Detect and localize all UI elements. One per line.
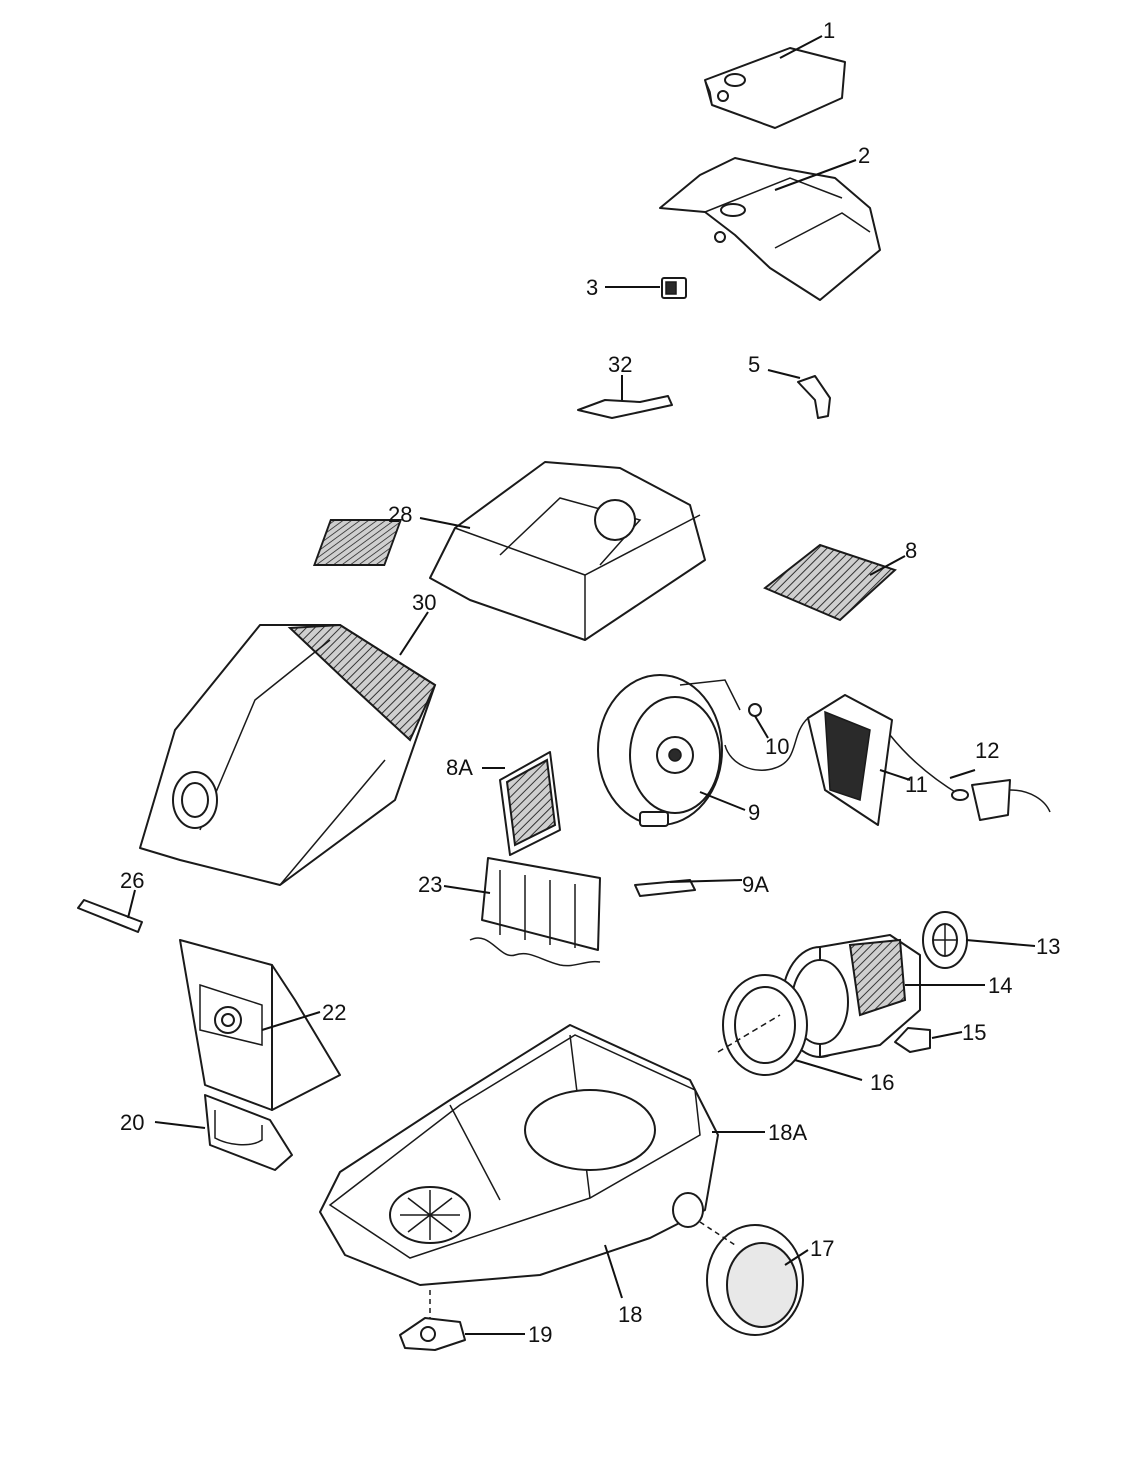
part-3-switch — [661, 277, 687, 299]
leader-1 — [779, 35, 823, 59]
part-17-rear-wheel — [699, 1221, 804, 1336]
part-19-front-caster — [399, 1290, 466, 1351]
leader-20 — [154, 1121, 206, 1129]
part-8a-filter-cartridge — [499, 751, 561, 856]
part-32-bracket — [577, 395, 673, 419]
label-26: 26 — [120, 868, 144, 893]
leader-2 — [774, 159, 857, 191]
leader-10 — [754, 715, 769, 739]
part-16-seal-ring — [717, 974, 808, 1076]
part-23-bag-holder — [469, 857, 601, 967]
part-28-upper-housing — [312, 461, 706, 641]
label-16: 16 — [870, 1070, 894, 1095]
part-2-top-panel — [659, 157, 881, 301]
label-9a: 9A — [742, 872, 769, 897]
leader-9 — [699, 791, 746, 811]
label-20: 20 — [120, 1110, 144, 1135]
label-19: 19 — [528, 1322, 552, 1347]
leader-16 — [794, 1059, 863, 1081]
part-9-cord-reel — [597, 674, 741, 827]
label-17: 17 — [810, 1236, 834, 1261]
part-22-dust-bag — [179, 939, 341, 1111]
part-30-front-cover — [139, 623, 437, 886]
leader-18 — [604, 1244, 623, 1299]
leader-23 — [443, 885, 491, 894]
part-5-clip — [797, 375, 831, 419]
part-15-brush — [894, 1027, 931, 1053]
leader-8 — [869, 555, 906, 576]
label-30: 30 — [412, 590, 436, 615]
label-32: 32 — [608, 352, 632, 377]
leader-13 — [965, 939, 1036, 947]
label-14: 14 — [988, 973, 1012, 998]
part-12-plug — [889, 734, 1051, 821]
label-8a: 8A — [446, 755, 473, 780]
leader-30 — [399, 611, 429, 656]
label-9: 9 — [748, 800, 760, 825]
label-5: 5 — [748, 352, 760, 377]
label-13: 13 — [1036, 934, 1060, 959]
label-18: 18 — [618, 1302, 642, 1327]
part-13-motor-cap — [922, 911, 968, 969]
leader-17 — [784, 1249, 809, 1266]
leader-15 — [931, 1031, 963, 1039]
label-10: 10 — [765, 734, 789, 759]
leader-26 — [127, 889, 136, 919]
label-22: 22 — [322, 1000, 346, 1025]
leader-22 — [261, 1011, 321, 1031]
leader-28 — [419, 517, 471, 529]
label-1: 1 — [823, 18, 835, 43]
label-23: 23 — [418, 872, 442, 897]
leader-5 — [767, 369, 801, 379]
part-26-pin — [77, 899, 143, 933]
part-1-lid-cover — [704, 47, 846, 129]
part-14-motor — [781, 934, 921, 1058]
part-11-cord-board — [724, 694, 893, 826]
part-10-nut — [748, 703, 762, 717]
label-12: 12 — [975, 738, 999, 763]
part-18-lower-housing — [319, 1024, 719, 1286]
label-18a: 18A — [768, 1120, 807, 1145]
label-11: 11 — [905, 772, 928, 797]
label-28: 28 — [388, 502, 412, 527]
part-8-filter-pad — [763, 543, 897, 622]
label-8: 8 — [905, 538, 917, 563]
label-15: 15 — [962, 1020, 986, 1045]
label-2: 2 — [858, 143, 870, 168]
label-3: 3 — [586, 275, 598, 300]
leader-11 — [879, 769, 911, 781]
part-20-bag-frame — [204, 1094, 293, 1171]
leader-9a — [669, 879, 743, 883]
leader-12 — [949, 769, 976, 779]
